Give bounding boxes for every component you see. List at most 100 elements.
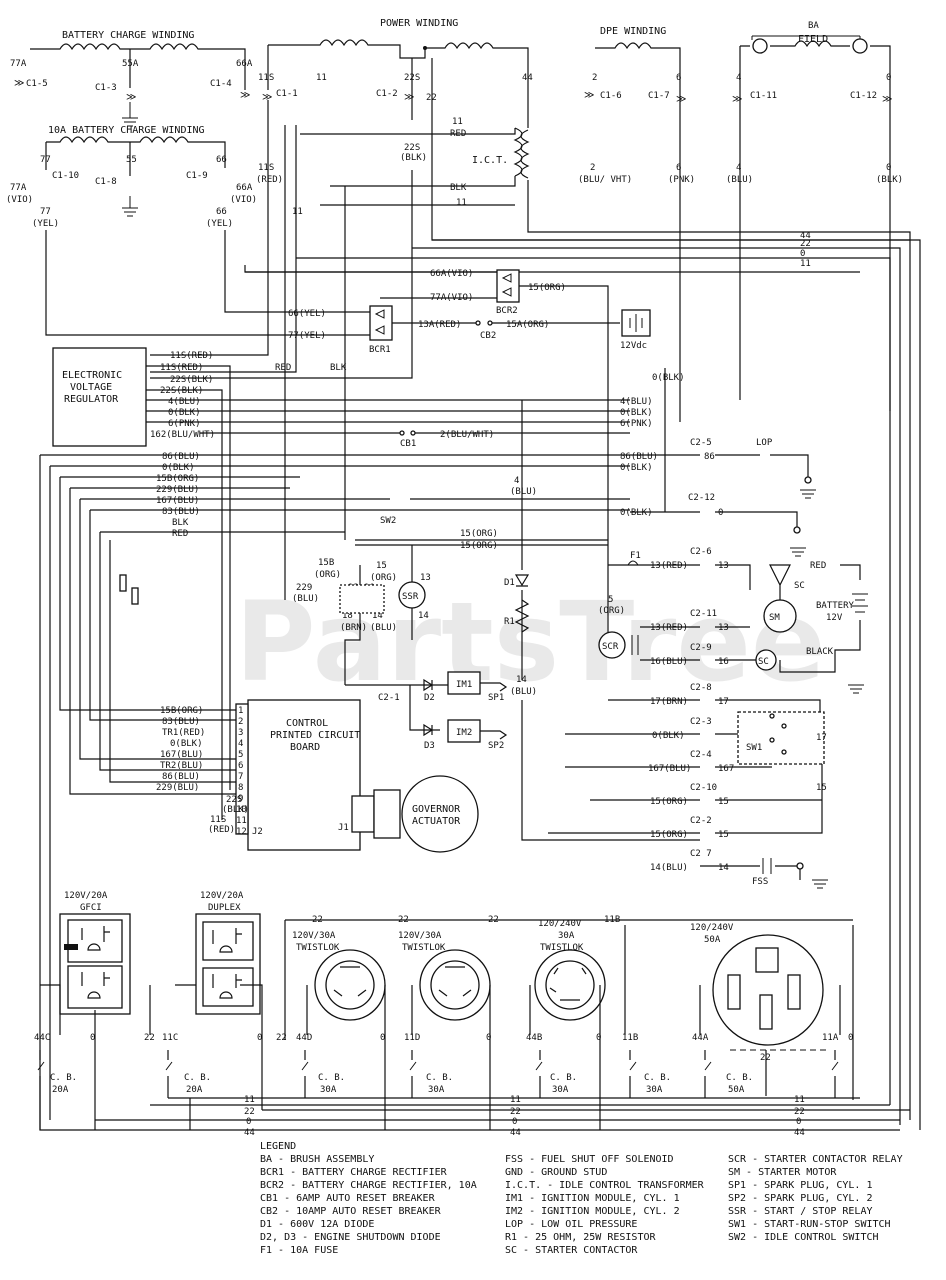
c2-wire-15-org-b: 15(ORG) <box>650 830 688 840</box>
power-winding-label: POWER WINDING <box>380 18 458 29</box>
c2-8-label: C2-8 <box>690 683 712 693</box>
cb-44a-label: C. B. <box>726 1073 753 1083</box>
blk-wire-label: BLK <box>330 363 347 373</box>
legend-entry: I.C.T. - IDLE CONTROL TRANSFORMER <box>505 1180 705 1191</box>
bus-22-gfci: 22 <box>144 1033 155 1043</box>
wire-pnk: (PNK) <box>668 175 695 185</box>
wire-11-label: 11 <box>316 73 327 83</box>
red-wire-label: RED <box>275 363 291 373</box>
ssr-13-label: 13 <box>420 573 431 583</box>
breakers: 44C C. B. 20A 11C C. B. 20A 44D C. B. 30… <box>34 1033 910 1131</box>
d2-label: D2 <box>424 693 435 703</box>
c2-wire-86: 86 <box>704 452 715 462</box>
bus-22-f: 22 <box>794 1107 805 1117</box>
ssr-15b-org-label: (ORG) <box>314 570 341 580</box>
cb-11b-wire: 11B <box>622 1033 638 1043</box>
c1-2-symbol: ≫ <box>404 92 414 103</box>
pin-1: 1 <box>238 706 243 716</box>
ssr-brn-label: (BRN) <box>340 623 367 633</box>
legend-entry: IM2 - IGNITION MODULE, CYL. 2 <box>505 1206 680 1217</box>
ict-label: I.C.T. <box>472 155 508 166</box>
wire-77-label: 77 <box>40 155 51 165</box>
ssr-229-label: 229 <box>296 583 312 593</box>
pin-label-22s: 22S <box>226 795 242 805</box>
wire-55a-label: 55A <box>122 59 139 69</box>
red-cable-label: RED <box>810 561 826 571</box>
twistlok-outlet-2[interactable]: 120V/30A TWISTLOK <box>398 931 491 1130</box>
twistlok-outlet-3[interactable]: 120/240V 30A TWISTLOK <box>529 919 626 1130</box>
c2-wire-13-b: 13 <box>718 623 729 633</box>
c1-8-label: C1-8 <box>95 177 117 187</box>
im2-label: IM2 <box>456 728 472 738</box>
board-line2: PRINTED CIRCUIT <box>270 730 360 741</box>
legend-entry: SP2 - SPARK PLUG, CYL. 2 <box>728 1193 873 1204</box>
wire-55-label: 55 <box>126 155 137 165</box>
ba-label: BA <box>808 21 819 31</box>
cb-11d-label: C. B. <box>426 1073 453 1083</box>
stack-15b-org: 15B(ORG) <box>156 474 199 484</box>
governor-line2: ACTUATOR <box>412 816 461 827</box>
d1-label: D1 <box>504 578 515 588</box>
wire-0-mid: 0 <box>886 163 891 173</box>
harness-0-blk-a: 0(BLK) <box>620 408 653 418</box>
stack-0-blk: 0(BLK) <box>162 463 195 473</box>
legend-entry: BCR2 - BATTERY CHARGE RECTIFIER, 10A <box>260 1180 477 1191</box>
c2-7-label: C2 7 <box>690 849 712 859</box>
c2-wire-14: 14 <box>718 863 729 873</box>
c2-4-label: C2-4 <box>690 750 712 760</box>
wire-11s-mid: 11S <box>258 163 274 173</box>
harness-0-blk-b: 0(BLK) <box>620 463 653 473</box>
wire-66a-vio: (VIO) <box>230 195 257 205</box>
bus-0-b: 0 <box>512 1117 517 1127</box>
ssr-15b-label: 15B <box>318 558 334 568</box>
duplex-label: DUPLEX <box>208 903 241 913</box>
c2-wire-13-red: 13(RED) <box>650 561 688 571</box>
wire-2-top: 2 <box>592 73 597 83</box>
tw3-amps: 30A <box>558 931 575 941</box>
wire-77-mid: 77 <box>40 207 51 217</box>
c2-12-label: C2-12 <box>688 493 715 503</box>
fss-label: FSS <box>752 877 768 887</box>
c2-wire-13: 13 <box>718 561 729 571</box>
harness-15-org-a: 15(ORG) <box>460 529 498 539</box>
pin-label-22s-blk: (BLK) <box>222 805 249 815</box>
stack-229-blu: 229(BLU) <box>156 485 199 495</box>
legend-entry: SP1 - SPARK PLUG, CYL. 1 <box>728 1180 873 1191</box>
wire-22-top: 22 <box>426 93 437 103</box>
c2-wire-17: 17 <box>718 697 729 707</box>
wire-4-top: 4 <box>736 73 741 83</box>
c1-7-label: C1-7 <box>648 91 670 101</box>
ssr-relay: SSR 13 14 15B (ORG) 229 (BLU) 15 (ORG) 1… <box>292 545 431 685</box>
bus-22-c: 22 <box>488 915 499 925</box>
tw2-rating: 120V/30A <box>398 931 442 941</box>
board-line3: BOARD <box>290 742 320 753</box>
cb-44d-rating: 30A <box>320 1085 337 1095</box>
gfci-outlet[interactable]: 120V/20A GFCI <box>40 891 151 1130</box>
fifty-amp-outlet[interactable]: 120/240V 50A <box>690 923 854 1100</box>
twistlok-outlet-1[interactable]: 120V/30A TWISTLOK <box>292 931 386 1130</box>
stack-86-blu: 86(BLU) <box>162 452 200 462</box>
c1-10-label: C1-10 <box>52 171 79 181</box>
evr-line3: REGULATOR <box>64 394 119 405</box>
scr-relay: SCR 5 (ORG) <box>598 595 639 659</box>
evr-wire-22s-blk: 22S(BLK) <box>170 375 213 385</box>
c2-wire-15-b: 15 <box>718 830 729 840</box>
c1-5-symbol: ≫ <box>14 78 24 89</box>
bus-44-c: 44 <box>794 1128 805 1138</box>
bcr1-label: BCR1 <box>369 345 391 355</box>
pin-9: 9 <box>238 794 243 804</box>
r1-label: R1 <box>504 617 515 627</box>
ground-symbol <box>122 102 138 127</box>
duplex-outlet[interactable]: 120V/20A DUPLEX <box>175 891 263 1110</box>
im1-label: IM1 <box>456 680 472 690</box>
stack-83-blu: 83(BLU) <box>162 507 200 517</box>
harness-0-blk-top: 0(BLK) <box>652 373 685 383</box>
cb-11d-wire: 11D <box>404 1033 420 1043</box>
tw1-rating: 120V/30A <box>292 931 336 941</box>
evr-wire-22s-blk-2: 22S(BLK) <box>160 386 203 396</box>
d3-label: D3 <box>424 741 435 751</box>
harness-4-num: 4 <box>514 476 519 486</box>
pin-3: 3 <box>238 728 243 738</box>
